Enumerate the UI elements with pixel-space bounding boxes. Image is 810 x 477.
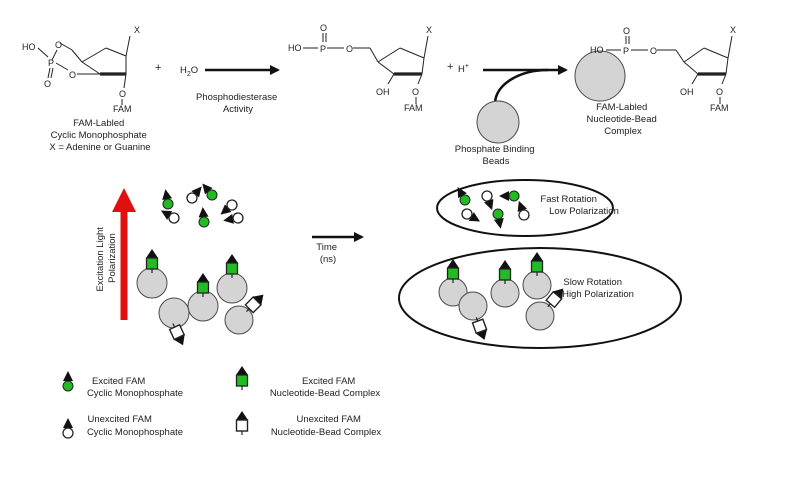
excited-free-fam-molecule [159, 187, 175, 211]
water-label: H2O [180, 65, 198, 78]
fam-label: FAM [113, 104, 132, 114]
nucleotide-product-structure: HO P O O X OH O FAM [288, 23, 432, 113]
product-p-label: P [320, 44, 326, 54]
free-fam-cluster [157, 179, 245, 228]
slow-rotation-molecules [438, 251, 569, 343]
complex-o-label: O [716, 87, 723, 97]
excitation-label: Excitation Light Polarization [95, 224, 118, 291]
p-label: P [48, 58, 54, 68]
plus-sign-2: + [447, 61, 453, 73]
svg-text:O: O [346, 44, 353, 54]
legend-item-excited-free: Excited FAM Cyclic Monophosphate [62, 370, 183, 399]
nucleotide-bead-complex-structure: HO P O O X OH O FAM [574, 25, 736, 113]
svg-text:Unexcited FAM Cyclic M: Unexcited FAM Cyclic Monophosphate [87, 414, 183, 438]
unexcited-free-fam-molecule [184, 182, 207, 206]
time-label: Time (ns) [316, 242, 339, 265]
excited-free-fam-molecule [198, 179, 220, 203]
product-x-label: X [426, 25, 432, 35]
unexcited-free-fam-molecule [221, 211, 245, 227]
complex-bead [574, 50, 626, 102]
complex-ho-label: HO [590, 45, 604, 55]
x-label: X [134, 25, 140, 35]
product-oh-label: OH [376, 87, 390, 97]
legend-item-unexcited-bound: Unexcited FAM Nucleotide-Bead Complex [235, 410, 382, 438]
complex-o-top-label: O [623, 26, 630, 36]
phosphate-binding-bead [476, 100, 520, 144]
svg-text:Excited FAM Cyclic Mon: Excited FAM Cyclic Monophosphate [87, 376, 183, 399]
complex-x-label: X [730, 25, 736, 35]
enzyme-label: Phosphodiesterase Activity [196, 92, 280, 115]
beads-label: Phosphate Binding Beads [455, 144, 537, 167]
fast-rotation-label: Fast Rotation Low Polarization [540, 194, 618, 217]
complex-label: FAM-Labled Nucleotide-Bead Complex [587, 102, 660, 137]
plus-sign: + [155, 62, 161, 74]
product-ho-label: HO [288, 43, 302, 53]
legend: Excited FAM Cyclic Monophosphate Excited… [62, 365, 382, 439]
svg-text:Excited FAM Nucleotide: Excited FAM Nucleotide-Bead Complex [270, 376, 381, 399]
excited-bound-fam-molecule [145, 248, 159, 274]
ho-label: HO [22, 42, 36, 52]
svg-text:Unexcited FAM Nucleoti: Unexcited FAM Nucleotide-Bead Complex [271, 414, 382, 438]
cyclic-monophosphate-structure: X O P HO O O O FAM [22, 25, 140, 114]
excitation-arrow-head [112, 188, 136, 212]
excited-bound-fam-molecule [196, 272, 210, 298]
excited-free-fam-icon [62, 370, 74, 392]
bead-complex-cluster [136, 248, 269, 349]
unexcited-bound-fam-icon [235, 410, 249, 436]
complex-p-label: P [623, 46, 629, 56]
svg-text:O: O [69, 70, 76, 80]
substrate-label: FAM-Labled Cyclic Monophosphate X = Aden… [49, 118, 150, 153]
unexcited-free-fam-icon [62, 417, 74, 439]
product-o-label: O [412, 87, 419, 97]
svg-text:O: O [650, 46, 657, 56]
proton-label: H+ [458, 63, 469, 75]
o-top-label: O [44, 79, 51, 89]
bead-curve-arrow [493, 68, 549, 105]
product-fam-label: FAM [404, 103, 423, 113]
legend-item-unexcited-free: Unexcited FAM Cyclic Monophosphate [62, 414, 183, 439]
complex-fam-label: FAM [710, 103, 729, 113]
excited-bound-fam-icon [235, 365, 249, 391]
excited-free-fam-molecule [197, 206, 210, 228]
svg-text:O: O [119, 89, 126, 99]
product-o-top-label: O [320, 23, 327, 33]
complex-oh-label: OH [680, 87, 694, 97]
o-ring-label: O [55, 40, 62, 50]
legend-item-excited-bound: Excited FAM Nucleotide-Bead Complex [235, 365, 381, 399]
excited-bound-fam-molecule [225, 253, 239, 279]
slow-rotation-label: Slow Rotation High Polarization [562, 277, 634, 300]
